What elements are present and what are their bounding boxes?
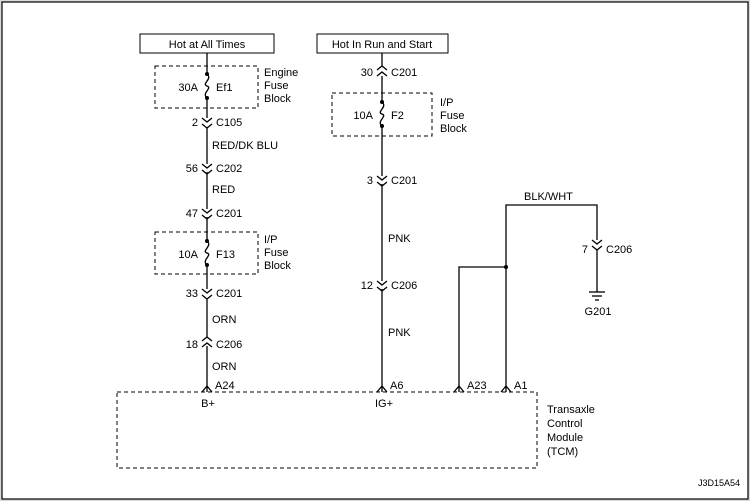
connector-c206-18-symbol bbox=[201, 336, 213, 348]
tcm-module-box bbox=[116, 391, 538, 469]
wire-color-red: RED bbox=[212, 184, 235, 196]
connector-c201-47-symbol bbox=[201, 208, 213, 220]
connector-c201-33-name: C201 bbox=[216, 288, 242, 300]
wire-color-blk-wht: BLK/WHT bbox=[524, 191, 573, 203]
connector-c201-3-name: C201 bbox=[391, 175, 417, 187]
wire-color-pnk-2: PNK bbox=[388, 327, 411, 339]
fuse-ef1-name: Ef1 bbox=[216, 82, 233, 94]
wire-color-orn-2: ORN bbox=[212, 361, 237, 373]
connector-c105-symbol bbox=[201, 117, 213, 129]
connector-c202-symbol bbox=[201, 163, 213, 175]
fuse-f2-name: F2 bbox=[391, 110, 404, 122]
pin-a6-symbol bbox=[376, 384, 388, 393]
ip-fuse-block-left-label-1: I/P bbox=[264, 234, 277, 246]
source-label-right: Hot In Run and Start bbox=[332, 39, 432, 51]
connector-c105-pin: 2 bbox=[192, 117, 198, 129]
pin-a1-symbol bbox=[500, 384, 512, 393]
connector-c206-7-symbol bbox=[591, 239, 603, 251]
connector-c201-30-pin: 30 bbox=[361, 67, 373, 79]
connector-c206-7-pin: 7 bbox=[582, 244, 588, 256]
fuse-f13-name: F13 bbox=[216, 249, 235, 261]
terminal-b-plus: B+ bbox=[201, 398, 215, 410]
connector-c105-name: C105 bbox=[216, 117, 242, 129]
wire-color-pnk-1: PNK bbox=[388, 233, 411, 245]
tcm-label-1: Transaxle bbox=[547, 404, 595, 416]
connector-c206-7-name: C206 bbox=[606, 244, 632, 256]
ip-fuse-block-left-label-2: Fuse bbox=[264, 247, 288, 259]
pin-a1-label: A1 bbox=[514, 380, 527, 392]
connector-c201-47-name: C201 bbox=[216, 208, 242, 220]
ip-fuse-block-right-label-1: I/P bbox=[440, 97, 453, 109]
connector-c206-12-symbol bbox=[376, 280, 388, 292]
ip-fuse-block-right-label-2: Fuse bbox=[440, 110, 464, 122]
pin-a23-symbol bbox=[453, 384, 465, 393]
fuse-f13-rating: 10A bbox=[178, 249, 198, 261]
ip-fuse-block-right bbox=[331, 92, 433, 137]
engine-fuse-block-label-3: Block bbox=[264, 93, 291, 105]
connector-c201-3-symbol bbox=[376, 175, 388, 187]
pin-a24-label: A24 bbox=[215, 380, 235, 392]
ground-wire bbox=[458, 204, 598, 392]
fuse-f13-symbol bbox=[204, 240, 210, 266]
wire-color-red-dk-blu: RED/DK BLU bbox=[212, 140, 278, 152]
connector-c206-18-name: C206 bbox=[216, 339, 242, 351]
connector-c201-33-symbol bbox=[201, 288, 213, 300]
tcm-label-2: Control bbox=[547, 418, 582, 430]
connector-c206-18-pin: 18 bbox=[186, 339, 198, 351]
tcm-label-4: (TCM) bbox=[547, 446, 578, 458]
engine-fuse-block bbox=[154, 65, 259, 109]
ground-label-g201: G201 bbox=[585, 306, 612, 318]
tcm-label-3: Module bbox=[547, 432, 583, 444]
fuse-f2-symbol bbox=[379, 101, 385, 127]
connector-c201-47-pin: 47 bbox=[186, 208, 198, 220]
pin-a24-symbol bbox=[201, 384, 213, 393]
connector-c201-30-name: C201 bbox=[391, 67, 417, 79]
engine-fuse-block-label-2: Fuse bbox=[264, 80, 288, 92]
engine-fuse-block-label-1: Engine bbox=[264, 67, 298, 79]
fuse-ef1-rating: 30A bbox=[178, 82, 198, 94]
pin-a6-label: A6 bbox=[390, 380, 403, 392]
connector-c202-name: C202 bbox=[216, 163, 242, 175]
ground-icon bbox=[589, 291, 605, 301]
source-label-left: Hot at All Times bbox=[169, 39, 246, 51]
connector-c206-12-name: C206 bbox=[391, 280, 417, 292]
connector-c201-30-symbol bbox=[376, 65, 388, 77]
connector-c201-33-pin: 33 bbox=[186, 288, 198, 300]
pin-a23-label: A23 bbox=[467, 380, 487, 392]
ip-fuse-block-left bbox=[154, 231, 259, 275]
figure-id: J3D15A54 bbox=[698, 478, 740, 488]
wire-color-orn-1: ORN bbox=[212, 314, 237, 326]
connector-c201-3-pin: 3 bbox=[367, 175, 373, 187]
ip-fuse-block-left-label-3: Block bbox=[264, 260, 291, 272]
connector-c206-12-pin: 12 bbox=[361, 280, 373, 292]
fuse-f2-rating: 10A bbox=[353, 110, 373, 122]
ip-fuse-block-right-label-3: Block bbox=[440, 123, 467, 135]
connector-c202-pin: 56 bbox=[186, 163, 198, 175]
fuse-ef1-symbol bbox=[204, 73, 210, 99]
splice-dot bbox=[504, 265, 508, 269]
terminal-ig-plus: IG+ bbox=[375, 398, 393, 410]
